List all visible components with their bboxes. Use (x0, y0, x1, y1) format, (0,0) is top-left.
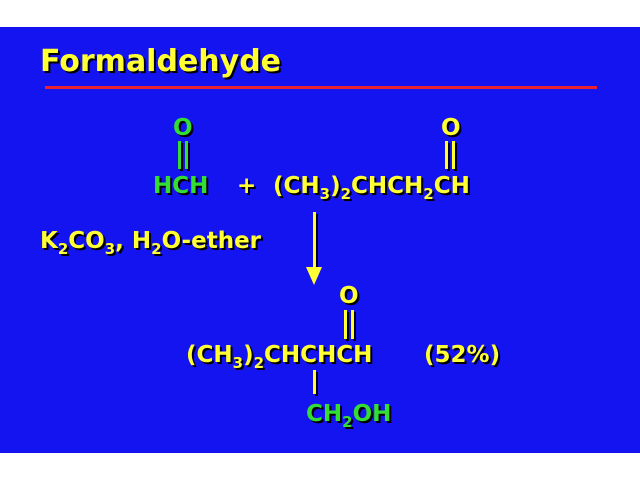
aldehyde-formula-part: CH (433, 173, 470, 199)
conditions-subscript: 2 (151, 240, 162, 258)
aldehyde-formula-subscript: 3 (319, 185, 331, 203)
aldehyde-formula-subscript: 2 (340, 185, 352, 203)
product-formula-subscript: 3 (232, 354, 244, 372)
aldehyde-double-bond-right (452, 141, 455, 169)
product-formula-part: CHCHCH (264, 342, 373, 368)
aldehyde-double-bond-left (445, 141, 448, 169)
aldehyde-formula-part: ) (330, 173, 341, 199)
aldehyde-formula-part: (CH (273, 173, 320, 199)
aldehyde-oxygen: O (441, 115, 461, 141)
formaldehyde-double-bond-left (178, 141, 181, 169)
plus-sign: + (237, 173, 257, 199)
product-double-bond-right (351, 310, 354, 339)
reaction-conditions: K2CO3, H2O-ether (40, 228, 262, 257)
product-formula-part: (CH (186, 342, 233, 368)
conditions-part: , H (115, 228, 152, 254)
reaction-arrow-shaft (313, 212, 316, 269)
aldehyde-formula: (CH3)2CHCH2CH (273, 173, 470, 202)
hydroxymethyl-part: OH (352, 401, 392, 427)
formaldehyde-double-bond-right (185, 141, 188, 169)
conditions-subscript: 2 (57, 240, 69, 258)
formaldehyde-oxygen: O (173, 115, 193, 141)
slide: Formaldehyde O HCH + O (CH3)2CHCH2CH K2C… (0, 27, 640, 453)
aldehyde-formula-subscript: 2 (423, 185, 434, 203)
product-yield: (52%) (424, 342, 501, 368)
conditions-subscript: 3 (104, 240, 116, 258)
product-formula-subscript: 2 (253, 354, 265, 372)
aldehyde-formula-part: CHCH (351, 173, 424, 199)
formaldehyde-formula: HCH (153, 173, 209, 199)
conditions-part: O-ether (161, 228, 262, 254)
product-oxygen: O (339, 283, 359, 309)
product-double-bond-left (344, 310, 347, 339)
hydroxymethyl-part: CH (306, 401, 343, 427)
product-formula-part: ) (243, 342, 254, 368)
product-formula: (CH3)2CHCHCH (186, 342, 373, 371)
conditions-part: CO (68, 228, 105, 254)
slide-title: Formaldehyde (40, 44, 282, 79)
title-rule (45, 86, 597, 89)
product-single-bond (313, 370, 316, 394)
hydroxymethyl-group: CH2OH (306, 401, 392, 430)
conditions-part: K (40, 228, 58, 254)
hydroxymethyl-subscript: 2 (342, 413, 353, 431)
reaction-arrow-head (306, 267, 322, 285)
